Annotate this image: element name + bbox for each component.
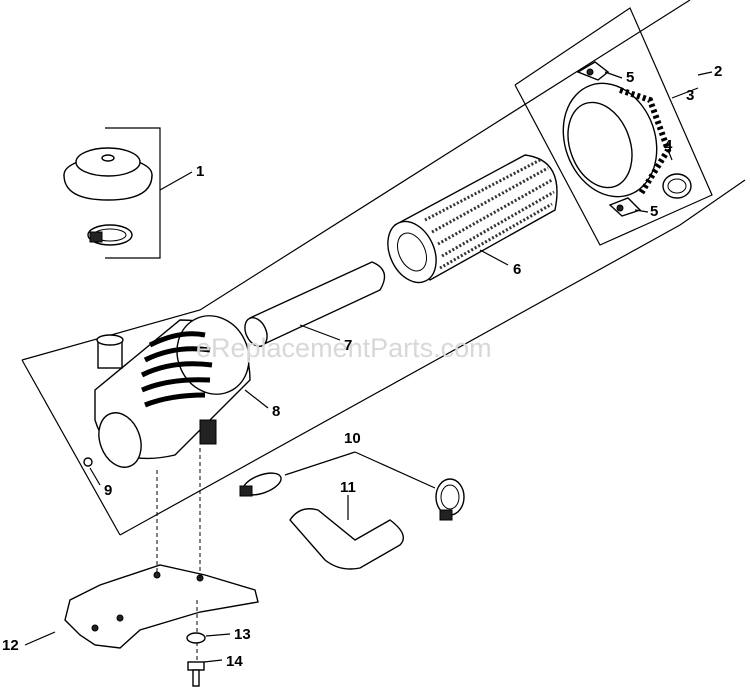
- callout-11: 11: [340, 479, 356, 496]
- watermark-text: eReplacementParts.com: [196, 333, 492, 363]
- callout-2: 2: [714, 63, 722, 80]
- group-bracket-main: [21, 0, 746, 536]
- secondary-filter-tube: [244, 261, 386, 347]
- callout-8: 8: [272, 403, 280, 420]
- callout-5-upper: 5: [626, 69, 634, 86]
- leader-lines: [24, 71, 713, 663]
- callout-10: 10: [344, 430, 361, 447]
- callout-1: 1: [196, 163, 204, 180]
- callout-3: 3: [686, 87, 694, 104]
- callout-14: 14: [226, 653, 243, 670]
- callout-13: 13: [234, 626, 251, 643]
- callout-9: 9: [104, 482, 112, 499]
- callout-12: 12: [2, 637, 19, 654]
- callout-7: 7: [344, 337, 352, 354]
- hex-bolt: [187, 661, 205, 687]
- hex-nut: [186, 632, 206, 644]
- callout-5-lower: 5: [650, 203, 658, 220]
- cap-clamp: [87, 224, 133, 246]
- air-cleaner-body: [94, 315, 251, 468]
- hose-clamp-left: [239, 472, 282, 497]
- drain-fitting: [83, 457, 93, 467]
- latch-clip-upper: [576, 61, 610, 81]
- mounting-bracket: [64, 564, 259, 649]
- assembly-guide-lines: [156, 448, 201, 662]
- hose-clamp-right: [435, 478, 465, 521]
- elbow-hose: [289, 508, 404, 570]
- callout-4: 4: [664, 137, 673, 154]
- inlet-housing-ring: [562, 82, 672, 198]
- callout-6: 6: [513, 261, 521, 278]
- latch-clip-lower: [608, 197, 642, 217]
- precleaner-cap: [63, 147, 153, 201]
- primary-filter-element: [387, 154, 558, 284]
- seal-ring: [662, 173, 692, 199]
- group-bracket-cap: [105, 127, 193, 259]
- group-bracket-housing: [514, 7, 713, 246]
